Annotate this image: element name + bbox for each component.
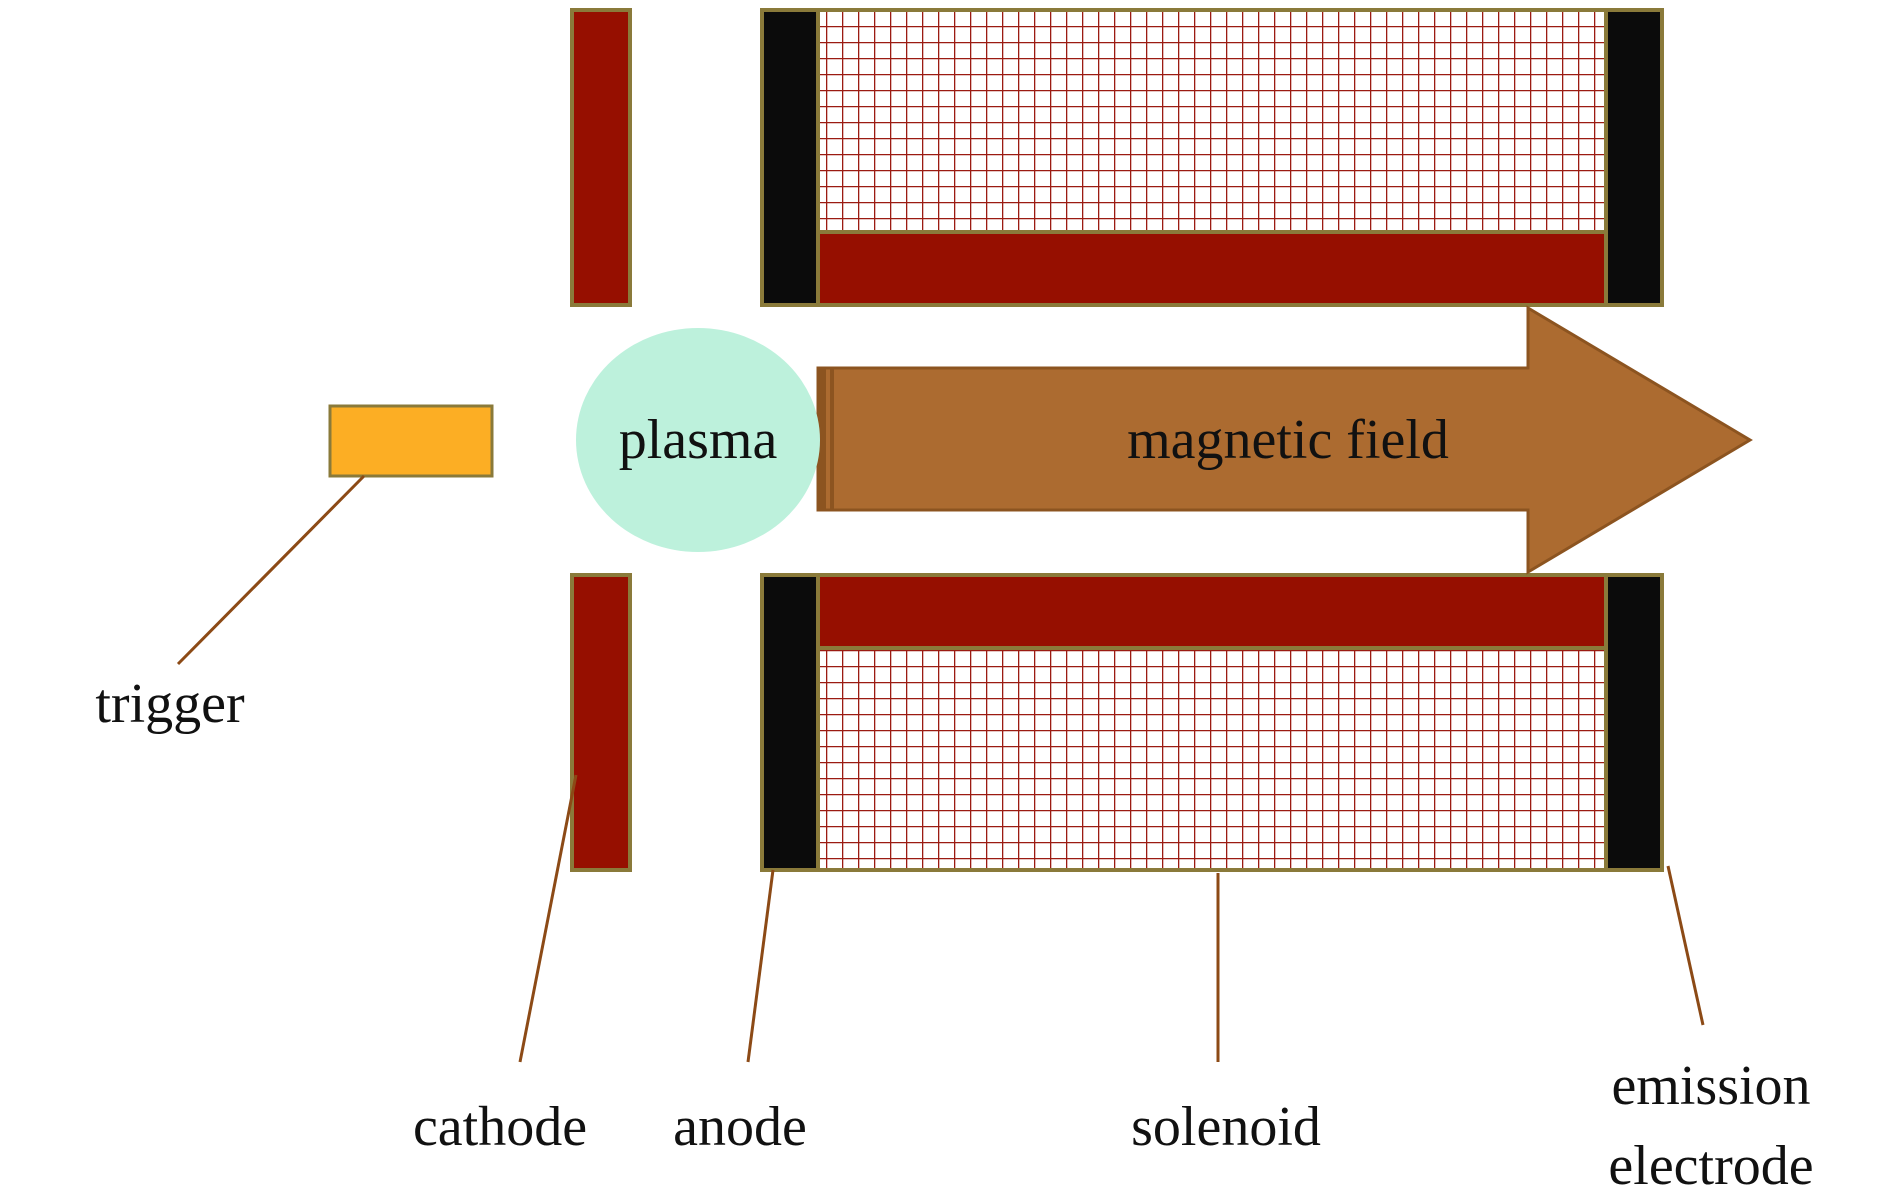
trigger-block — [328, 404, 494, 478]
lower-solenoid-assembly — [760, 573, 1664, 872]
lower-emission-electrode-block — [1604, 573, 1664, 872]
anode-label: anode — [673, 1096, 807, 1158]
trigger-label: trigger — [95, 673, 245, 735]
solenoid-label: solenoid — [1131, 1096, 1321, 1158]
trigger-leader-line — [176, 474, 366, 666]
emission-electrode-label-line1: emission — [1611, 1055, 1810, 1117]
lower-solenoid-winding — [820, 648, 1604, 868]
upper-anode-block — [760, 8, 820, 307]
lower-anode-block — [760, 573, 820, 872]
upper-inner-conductor — [816, 230, 1608, 307]
upper-emission-electrode-block — [1604, 8, 1664, 307]
magnetic-field-arrow — [816, 305, 1753, 575]
emission-electrode-label-line2: electrode — [1608, 1135, 1813, 1197]
anode-leader-line — [746, 869, 775, 1063]
cathode-label: cathode — [413, 1096, 587, 1158]
cathode-upper-plate — [570, 8, 632, 307]
cathode-leader-line — [518, 774, 578, 1063]
plasma-blob — [576, 328, 820, 552]
upper-solenoid-assembly — [760, 8, 1664, 307]
lower-inner-conductor — [816, 573, 1608, 650]
emission-electrode-leader-line — [1666, 865, 1705, 1026]
magnetic-field-label: magnetic field — [1127, 409, 1449, 471]
plasma-label: plasma — [619, 409, 778, 471]
cathode-lower-plate — [570, 573, 632, 872]
upper-solenoid-winding — [820, 12, 1604, 232]
